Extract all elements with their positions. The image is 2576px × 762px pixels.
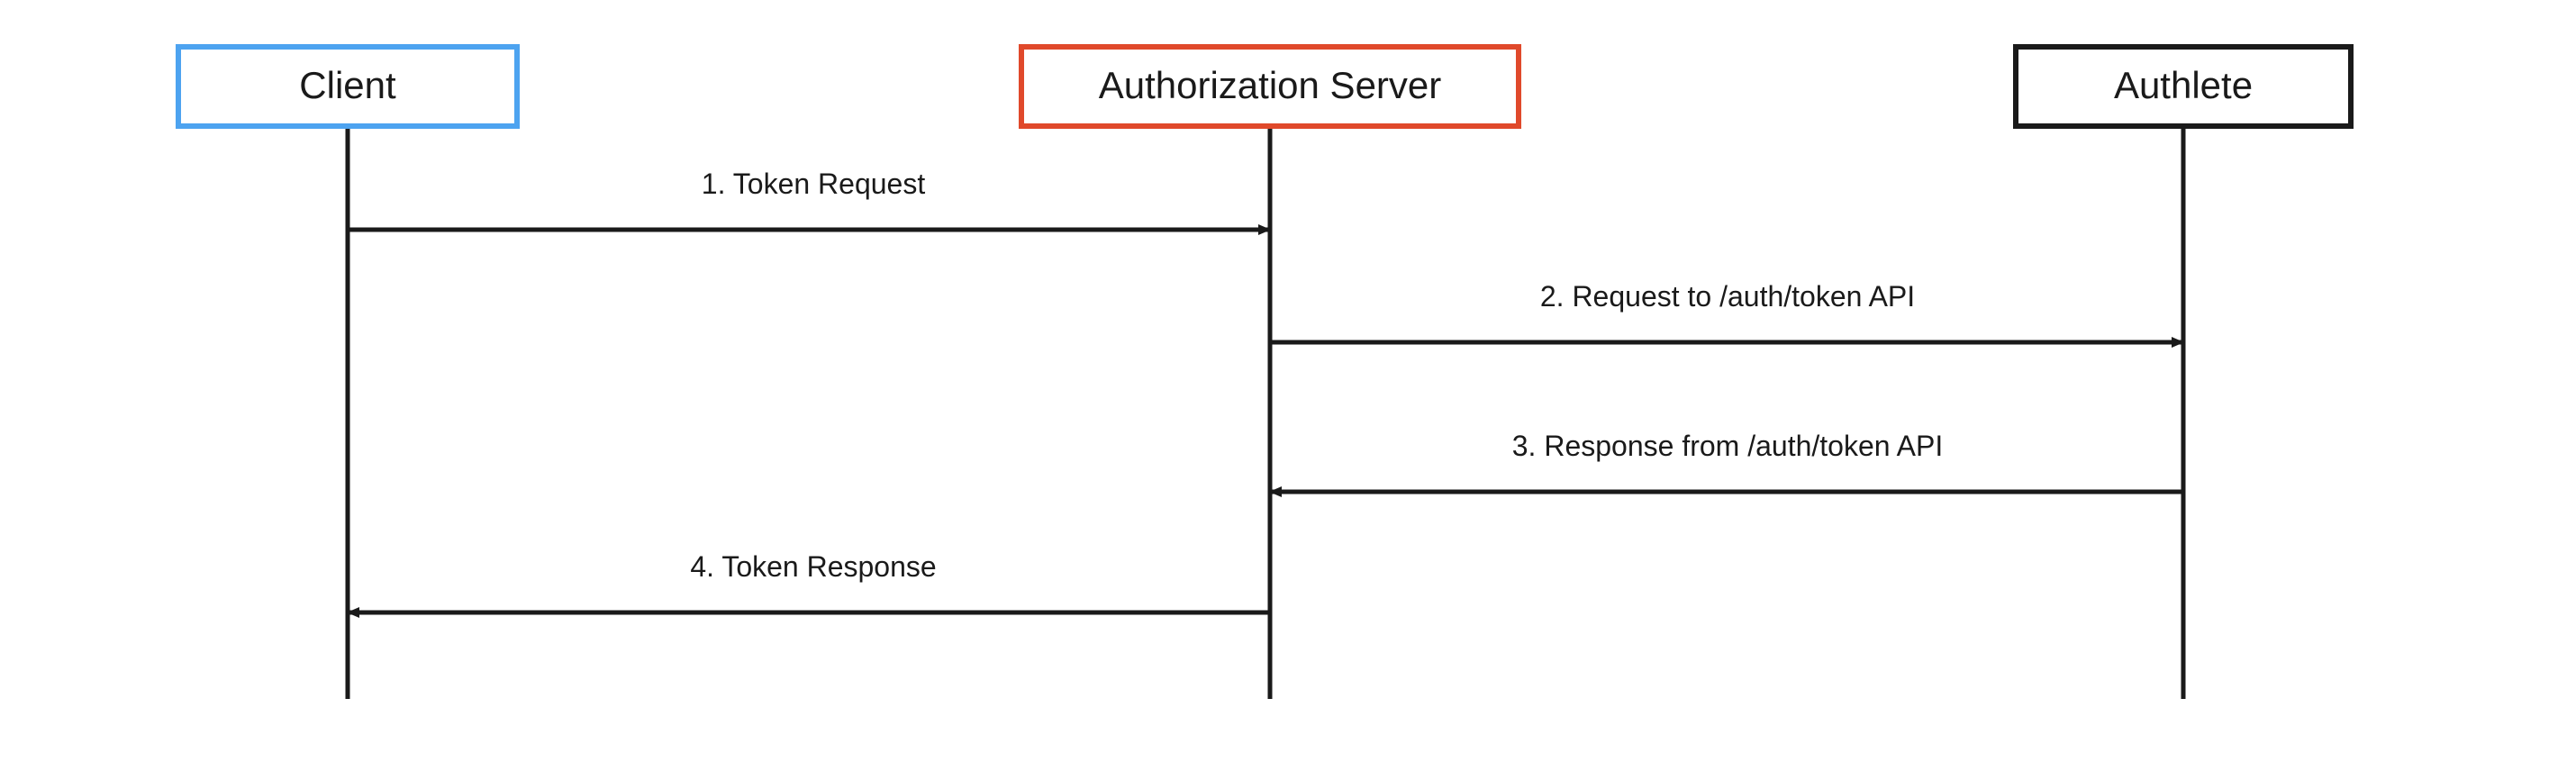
- message-4: 4. Token Response: [347, 550, 1270, 618]
- participant-box-client[interactable]: [176, 44, 520, 129]
- participant-client[interactable]: Client: [176, 44, 520, 129]
- message-label-1: 1. Token Request: [702, 168, 926, 200]
- lifelines-layer: [345, 126, 2186, 699]
- message-label-4: 4. Token Response: [690, 550, 936, 583]
- message-3: 3. Response from /auth/token API: [1269, 430, 2183, 497]
- participant-box-authlete[interactable]: [2013, 44, 2354, 129]
- messages-layer: 1. Token Request 2. Request to /auth/toke…: [347, 168, 2184, 618]
- message-2: 2. Request to /auth/token API: [1270, 280, 2184, 348]
- participant-authorization-server[interactable]: Authorization Server: [1019, 44, 1521, 129]
- participant-label-authlete: Authlete: [2114, 64, 2253, 106]
- message-label-2: 2. Request to /auth/token API: [1540, 280, 1915, 313]
- participant-box-authorization-server[interactable]: [1019, 44, 1521, 129]
- message-label-3: 3. Response from /auth/token API: [1512, 430, 1944, 462]
- participant-label-authorization-server: Authorization Server: [1099, 64, 1442, 106]
- participant-label-client: Client: [299, 64, 396, 106]
- participants-layer: Client Authorization Server Authlete: [176, 44, 2354, 129]
- participant-authlete[interactable]: Authlete: [2013, 44, 2354, 129]
- message-1: 1. Token Request: [348, 168, 1271, 235]
